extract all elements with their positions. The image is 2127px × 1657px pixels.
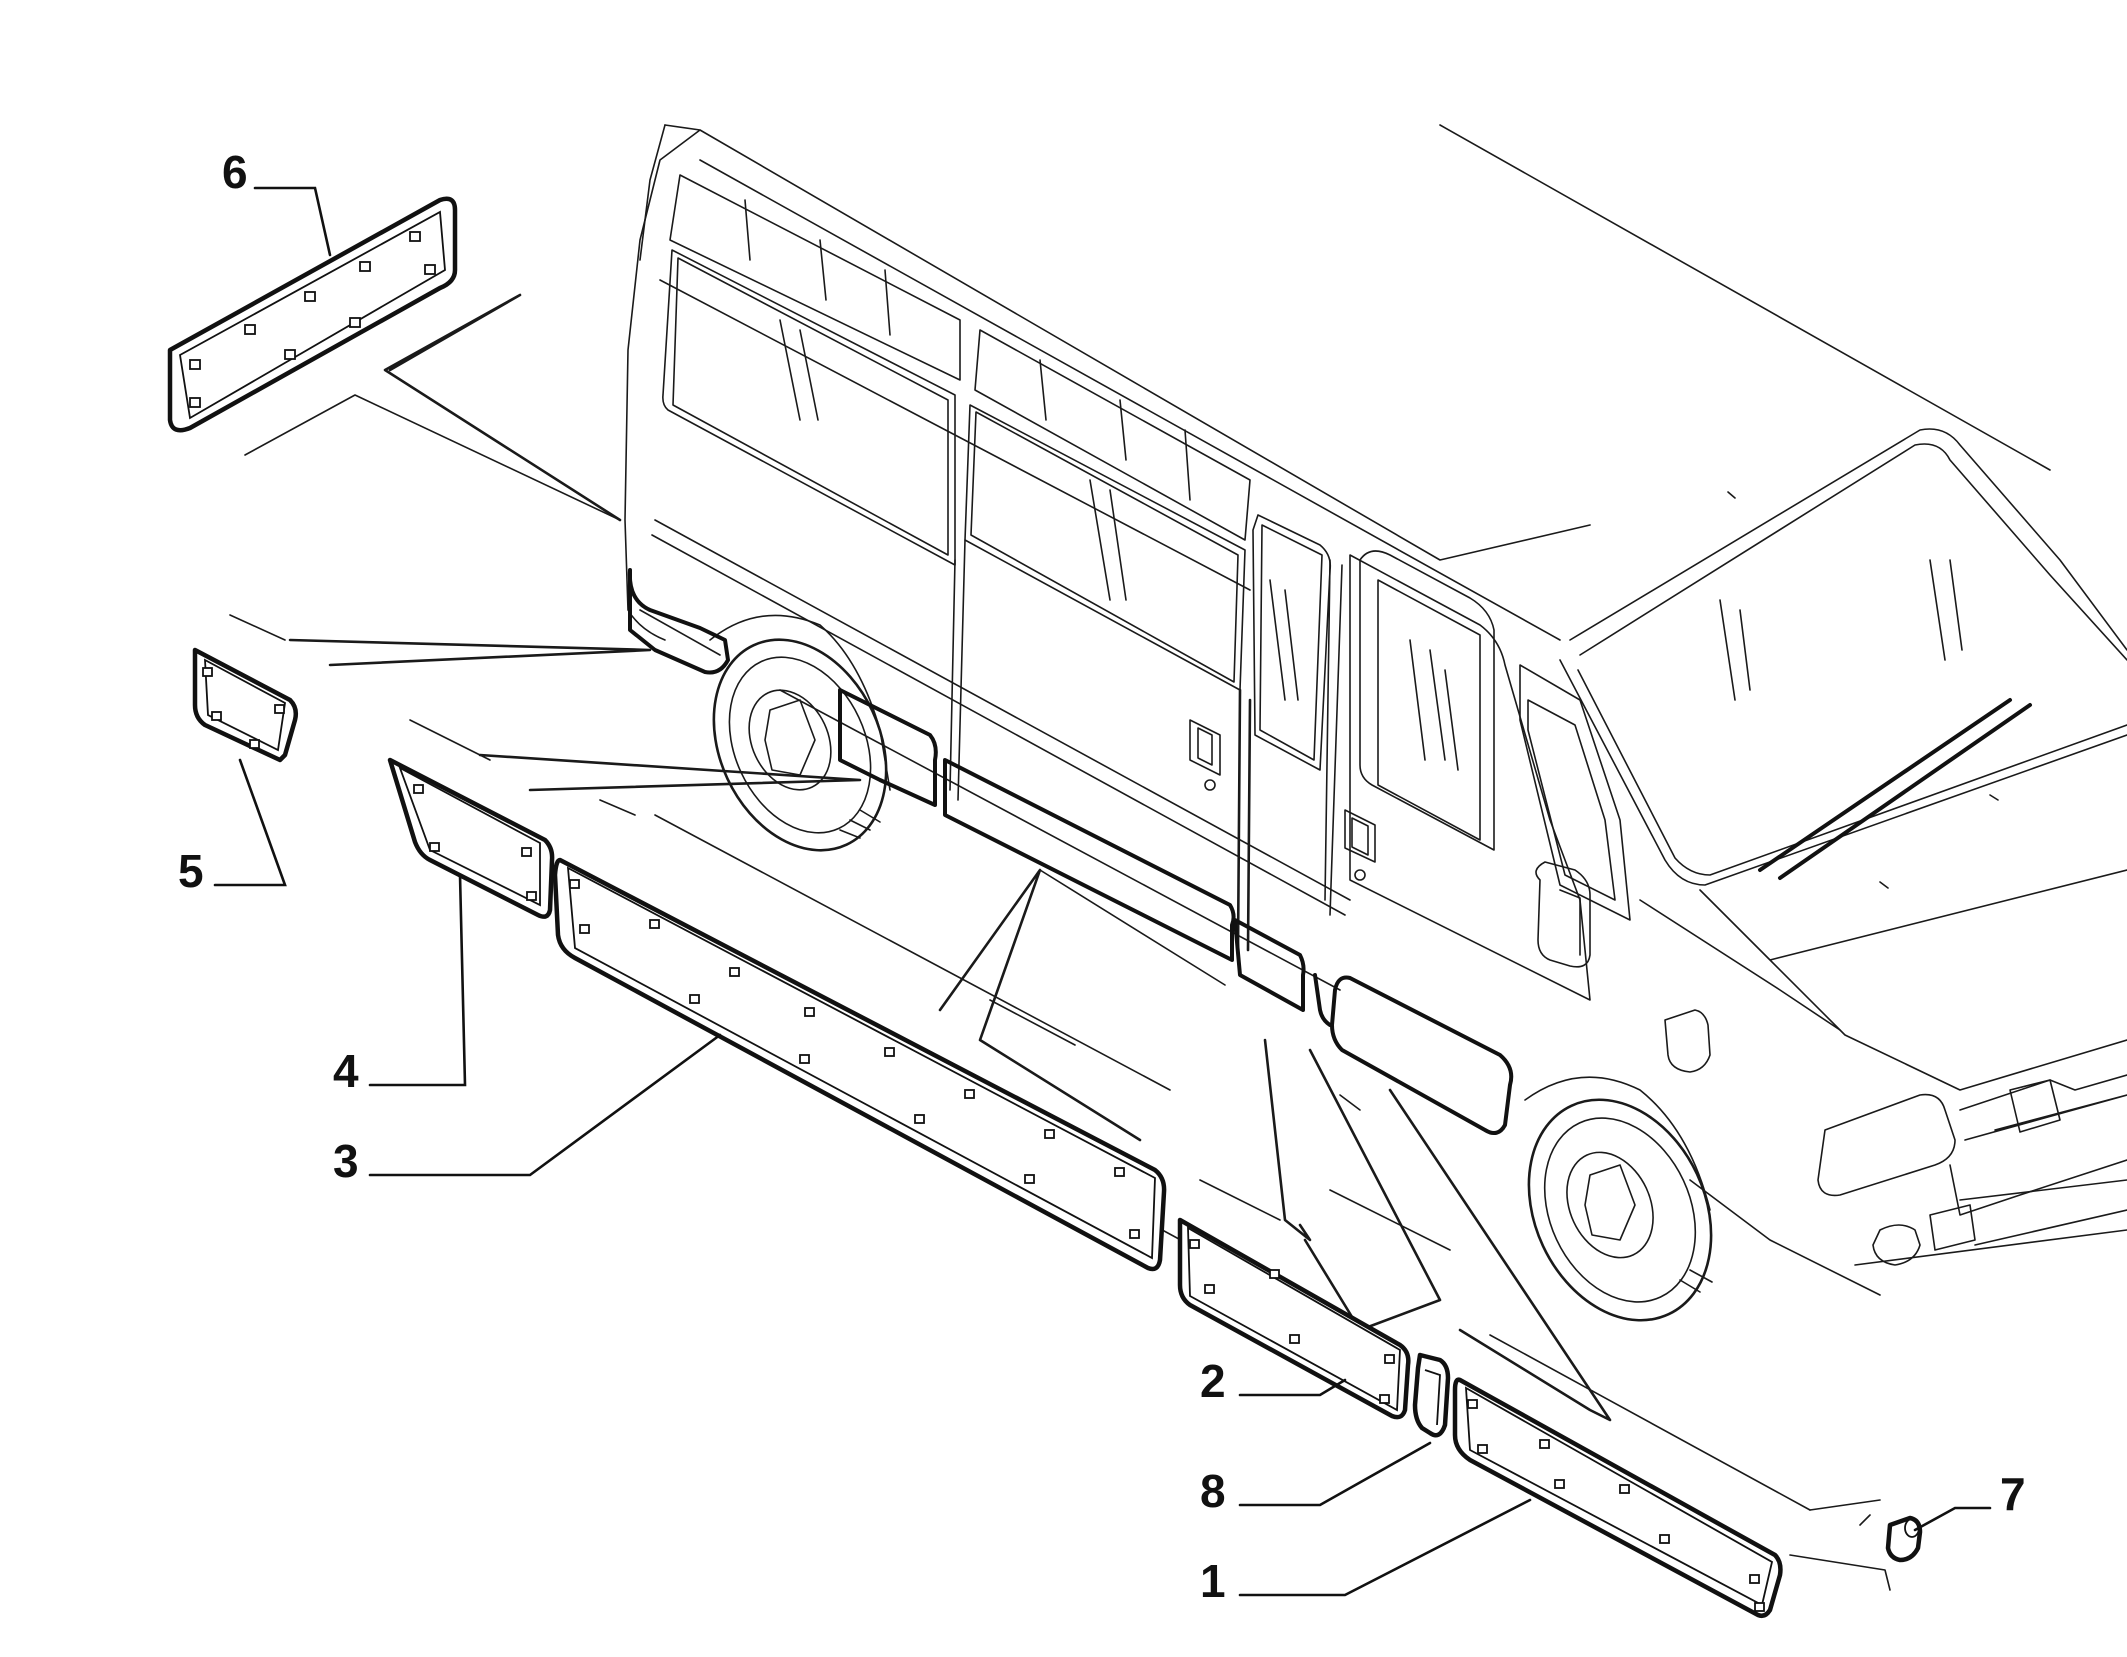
callout-8: 8 [1200, 1465, 1226, 1517]
part-7-fastener-clip [1885, 1515, 1923, 1563]
part-3-center-side-moulding [552, 857, 1167, 1272]
mounted-mouldings [627, 279, 1514, 1136]
callout-6: 6 [222, 146, 248, 198]
callout-2: 2 [1200, 1355, 1226, 1407]
leader-lines [213, 186, 1992, 1597]
part-4-rear-side-moulding [387, 757, 555, 919]
part-1-front-side-moulding [1452, 1377, 1783, 1619]
part-6-rear-trim-panel [167, 196, 458, 433]
callout-3: 3 [333, 1135, 359, 1187]
guide-lines [229, 293, 1891, 1591]
callout-1: 1 [1200, 1555, 1226, 1607]
part-5-rear-wheel-arch-moulding [192, 647, 299, 763]
callout-labels: 6 5 4 3 2 8 1 7 [178, 146, 2026, 1607]
van-body [624, 124, 2127, 1322]
callout-7: 7 [2000, 1468, 2026, 1520]
callout-4: 4 [333, 1045, 359, 1097]
part-2-front-door-moulding [1177, 1217, 1411, 1420]
part-8-moulding-joint-cover [1412, 1352, 1451, 1438]
callout-5: 5 [178, 845, 204, 897]
